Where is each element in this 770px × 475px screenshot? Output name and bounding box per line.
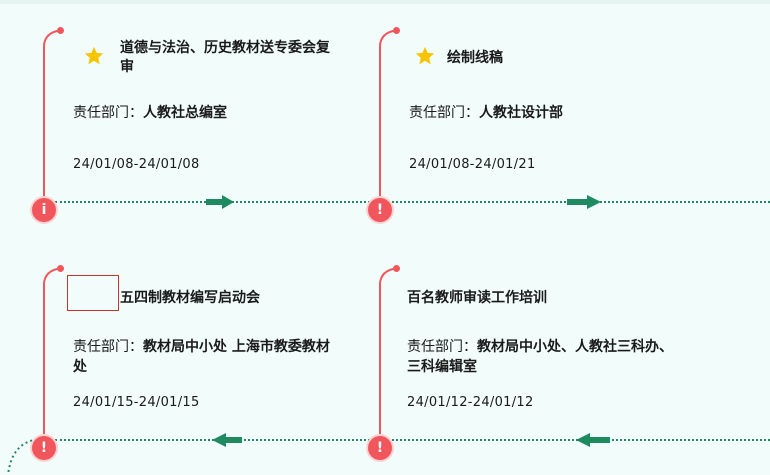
department-label: 责任部门： [73,339,143,355]
department-value: 人教社总编室 [143,105,227,121]
stem-dot [393,265,400,272]
department-value: 教材局中小处 上海市教委教材处 [73,339,330,375]
arrow-left-icon [576,433,610,447]
star-icon [415,46,435,65]
timeline-line-row2 [55,439,770,441]
timeline-stem [43,268,59,452]
timeline-card[interactable]: 百名教师审读工作培训 责任部门：教材局中小处、人教社三科办、三科编辑室 24/0… [368,265,679,465]
alert-icon[interactable]: ! [32,436,56,460]
star-icon [84,46,104,65]
timeline-curve [7,438,43,475]
timeline-stem [43,30,59,214]
department-value: 人教社设计部 [479,105,563,121]
top-band [0,0,770,4]
card-department: 责任部门：人教社设计部 [409,103,669,123]
department-label: 责任部门： [407,339,477,355]
timeline-card[interactable]: 道德与法治、历史教材送专委会复审 责任部门：人教社总编室 24/01/08-24… [32,27,343,227]
department-label: 责任部门： [73,105,143,121]
stem-dot [393,27,400,34]
broken-image-placeholder [67,275,119,311]
card-department: 责任部门：人教社总编室 [73,103,333,123]
card-title: 绘制线稿 [447,50,503,66]
department-label: 责任部门： [409,105,479,121]
alert-icon[interactable]: ! [368,198,392,222]
card-date-range: 24/01/12-24/01/12 [407,395,534,410]
stem-dot [57,27,64,34]
alert-icon[interactable]: ! [368,436,392,460]
department-value: 教材局中小处、人教社三科办、三科编辑室 [407,339,673,375]
arrow-left-icon [212,433,242,447]
timeline-stem [379,30,395,214]
card-title: 百名教师审读工作培训 [407,290,547,306]
card-date-range: 24/01/08-24/01/21 [409,157,536,172]
card-department: 责任部门：教材局中小处、人教社三科办、三科编辑室 [407,337,677,377]
timeline-line-row1 [55,201,770,203]
card-department: 责任部门：教材局中小处 上海市教委教材处 [73,337,333,377]
timeline-stem [379,268,395,452]
timeline-card[interactable]: 绘制线稿 责任部门：人教社设计部 24/01/08-24/01/21 ! [368,27,679,227]
info-icon[interactable]: i [32,198,56,222]
card-date-range: 24/01/15-24/01/15 [73,395,200,410]
card-title: 五四制教材编写启动会 [120,290,260,306]
stem-dot [57,265,64,272]
timeline-card[interactable]: 五四制教材编写启动会 责任部门：教材局中小处 上海市教委教材处 24/01/15… [32,265,343,465]
card-date-range: 24/01/08-24/01/08 [73,157,200,172]
arrow-right-icon [567,195,601,209]
card-title: 道德与法治、历史教材送专委会复审 [120,40,330,75]
arrow-right-icon [206,195,234,209]
